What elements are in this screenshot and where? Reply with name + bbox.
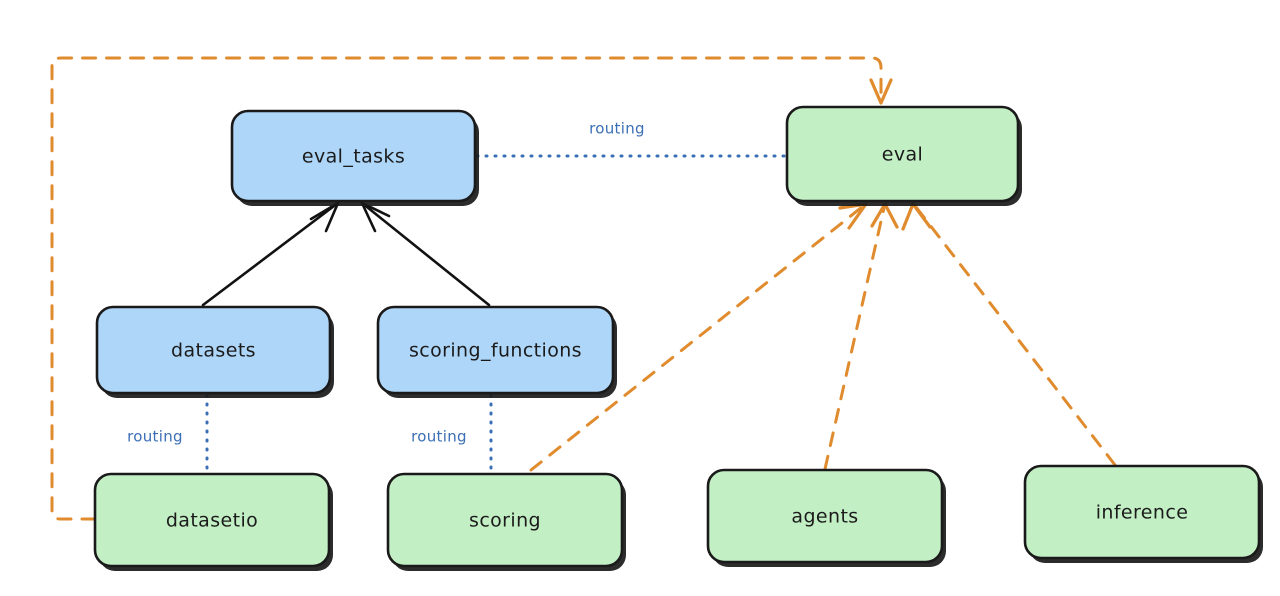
node-body[interactable] <box>785 105 1020 203</box>
edge-line <box>201 201 340 307</box>
node-datasets[interactable]: datasets <box>95 305 334 398</box>
node-scoring_functions[interactable]: scoring_functions <box>376 305 617 398</box>
node-eval_tasks[interactable]: eval_tasks <box>230 109 479 206</box>
edge-label-routing: routing <box>411 428 467 446</box>
node-agents[interactable]: agents <box>706 468 946 567</box>
edge-label-routing: routing <box>127 428 183 446</box>
node-scoring[interactable]: scoring <box>386 472 626 571</box>
node-body[interactable] <box>93 472 331 568</box>
node-label: datasetio <box>166 510 258 532</box>
node-body[interactable] <box>376 305 615 395</box>
edge-datasets-to-eval_tasks <box>201 201 340 307</box>
node-inference[interactable]: inference <box>1023 464 1263 563</box>
node-body[interactable] <box>706 468 944 564</box>
arrow-head-icon <box>901 202 932 231</box>
edge-datasetio-to-eval <box>50 56 893 521</box>
edge-agents-to-eval <box>823 202 899 471</box>
edge-inference-to-eval <box>901 202 1117 467</box>
node-eval[interactable]: eval <box>785 105 1022 206</box>
node-label: inference <box>1096 502 1189 524</box>
edge-label-layer: routing routing routing <box>127 120 645 446</box>
node-datasetio[interactable]: datasetio <box>93 472 333 571</box>
node-label: eval <box>882 144 923 166</box>
arrow-head-icon <box>870 202 899 229</box>
node-label: scoring <box>469 510 541 532</box>
edge-layer <box>50 56 1117 521</box>
arrow-head-icon <box>869 78 893 105</box>
node-body[interactable] <box>95 305 332 395</box>
edge-line <box>823 206 886 471</box>
node-label: scoring_functions <box>409 340 582 362</box>
edge-label-routing: routing <box>589 120 645 138</box>
edge-line <box>914 205 1117 467</box>
node-body[interactable] <box>1023 464 1261 560</box>
node-label: eval_tasks <box>302 146 405 168</box>
node-body[interactable] <box>230 109 477 203</box>
node-label: agents <box>791 506 858 528</box>
edge-line <box>360 201 491 307</box>
node-body[interactable] <box>386 472 624 568</box>
edge-scoring_functions-to-eval_tasks <box>360 201 491 307</box>
edge-line <box>50 56 883 521</box>
node-label: datasets <box>171 340 256 362</box>
node-layer: eval_tasks eval datasets scoring_functionsd… <box>93 105 1263 571</box>
